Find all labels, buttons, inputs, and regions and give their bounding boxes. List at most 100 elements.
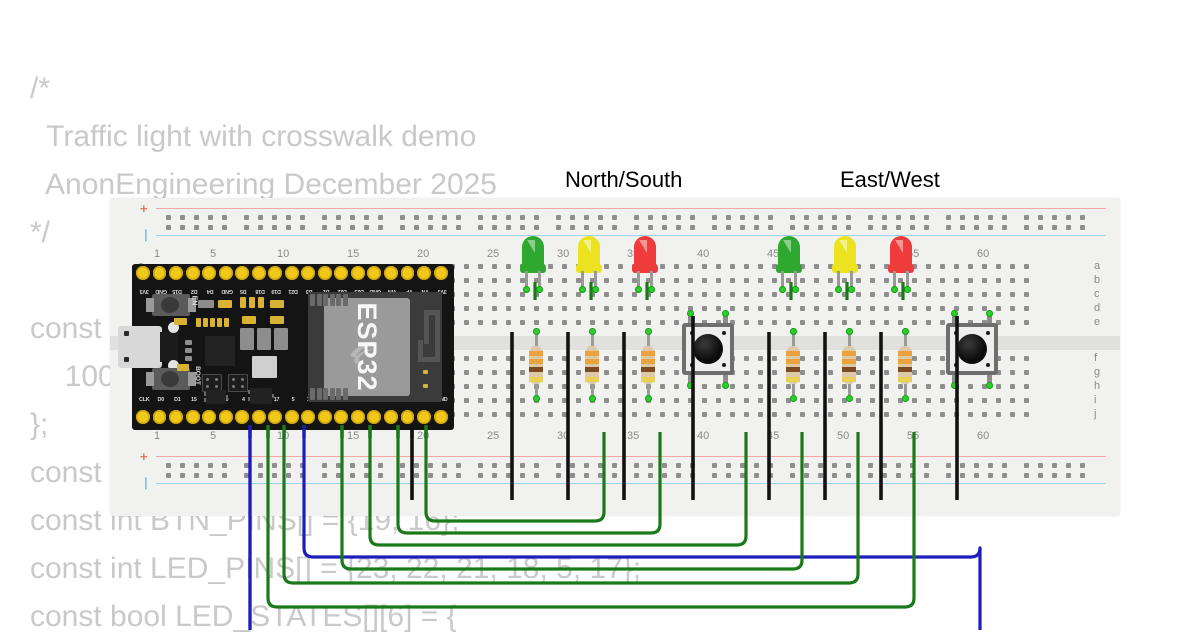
hole-d-58[interactable] xyxy=(954,306,959,311)
hole-c-30[interactable] xyxy=(562,292,567,297)
hole-f-55[interactable] xyxy=(912,356,917,361)
hole-j-59[interactable] xyxy=(968,412,973,417)
hole-f-47[interactable] xyxy=(800,356,805,361)
rail-hole-top-a-1-1[interactable] xyxy=(258,215,263,220)
hole-c-44[interactable] xyxy=(758,292,763,297)
rail-hole-top-b-3-3[interactable] xyxy=(442,225,447,230)
rail-hole-top-b-1-3[interactable] xyxy=(286,225,291,230)
rail-hole-top-a-6-0[interactable] xyxy=(634,215,639,220)
hole-h-50[interactable] xyxy=(842,384,847,389)
hole-a-53[interactable] xyxy=(884,264,889,269)
rail-hole-bot-b-8-3[interactable] xyxy=(832,473,837,478)
rail-hole-bot-b-0-4[interactable] xyxy=(222,473,227,478)
hole-g-44[interactable] xyxy=(758,370,763,375)
hole-d-23[interactable] xyxy=(464,306,469,311)
esp32-pin-top-5[interactable] xyxy=(218,266,233,280)
hole-b-56[interactable] xyxy=(926,278,931,283)
hole-b-32[interactable] xyxy=(590,278,595,283)
rail-hole-bot-a-0-4[interactable] xyxy=(222,463,227,468)
rail-hole-bot-a-10-2[interactable] xyxy=(974,463,979,468)
hole-j-33[interactable] xyxy=(604,412,609,417)
esp32-pin-bottom-18[interactable] xyxy=(433,410,448,424)
esp32-pin-bottom-12[interactable] xyxy=(334,410,349,424)
hole-g-51[interactable] xyxy=(856,370,861,375)
hole-g-43[interactable] xyxy=(744,370,749,375)
rail-hole-bot-a-3-3[interactable] xyxy=(442,463,447,468)
rail-hole-top-b-1-4[interactable] xyxy=(300,225,305,230)
pushbutton-east-west[interactable] xyxy=(941,310,1003,389)
hole-b-37[interactable] xyxy=(660,278,665,283)
hole-j-28[interactable] xyxy=(534,412,539,417)
hole-a-51[interactable] xyxy=(856,264,861,269)
hole-c-34[interactable] xyxy=(618,292,623,297)
rail-hole-bot-b-1-0[interactable] xyxy=(244,473,249,478)
rail-hole-bot-b-11-0[interactable] xyxy=(1024,473,1029,478)
hole-h-35[interactable] xyxy=(632,384,637,389)
rail-hole-top-a-9-4[interactable] xyxy=(924,215,929,220)
rail-hole-top-a-9-2[interactable] xyxy=(896,215,901,220)
hole-i-52[interactable] xyxy=(870,398,875,403)
hole-e-42[interactable] xyxy=(730,320,735,325)
rail-hole-top-b-11-4[interactable] xyxy=(1080,225,1085,230)
hole-f-25[interactable] xyxy=(492,356,497,361)
rail-hole-bot-a-2-1[interactable] xyxy=(336,463,341,468)
hole-e-63[interactable] xyxy=(1024,320,1029,325)
resistor-4[interactable] xyxy=(785,328,801,402)
hole-j-49[interactable] xyxy=(828,412,833,417)
rail-hole-bot-b-11-1[interactable] xyxy=(1038,473,1043,478)
rail-hole-bot-b-7-0[interactable] xyxy=(712,473,717,478)
hole-a-37[interactable] xyxy=(660,264,665,269)
hole-g-37[interactable] xyxy=(660,370,665,375)
rail-hole-top-a-6-2[interactable] xyxy=(662,215,667,220)
rail-hole-top-b-4-2[interactable] xyxy=(506,225,511,230)
hole-j-57[interactable] xyxy=(940,412,945,417)
rail-hole-bot-a-3-1[interactable] xyxy=(414,463,419,468)
rail-hole-bot-b-5-3[interactable] xyxy=(598,473,603,478)
hole-i-51[interactable] xyxy=(856,398,861,403)
hole-i-39[interactable] xyxy=(688,398,693,403)
hole-e-41[interactable] xyxy=(716,320,721,325)
hole-j-25[interactable] xyxy=(492,412,497,417)
rail-hole-top-b-8-0[interactable] xyxy=(790,225,795,230)
esp32-pin-top-7[interactable] xyxy=(251,266,266,280)
hole-j-50[interactable] xyxy=(842,412,847,417)
hole-i-31[interactable] xyxy=(576,398,581,403)
rail-hole-bot-b-2-4[interactable] xyxy=(378,473,383,478)
hole-a-30[interactable] xyxy=(562,264,567,269)
hole-a-55[interactable] xyxy=(912,264,917,269)
hole-d-52[interactable] xyxy=(870,306,875,311)
esp32-pin-top-14[interactable] xyxy=(367,266,382,280)
led-ns-yellow[interactable] xyxy=(575,236,603,293)
hole-j-37[interactable] xyxy=(660,412,665,417)
rail-hole-bot-b-1-4[interactable] xyxy=(300,473,305,478)
rail-hole-bot-a-1-0[interactable] xyxy=(244,463,249,468)
resistor-6[interactable] xyxy=(897,328,913,402)
rail-hole-top-b-7-3[interactable] xyxy=(754,225,759,230)
hole-f-44[interactable] xyxy=(758,356,763,361)
rail-hole-top-b-6-2[interactable] xyxy=(662,225,667,230)
rail-hole-top-a-4-2[interactable] xyxy=(506,215,511,220)
hole-b-60[interactable] xyxy=(982,278,987,283)
hole-a-60[interactable] xyxy=(982,264,987,269)
rail-hole-top-b-10-1[interactable] xyxy=(960,225,965,230)
hole-e-28[interactable] xyxy=(534,320,539,325)
hole-h-46[interactable] xyxy=(786,384,791,389)
hole-e-30[interactable] xyxy=(562,320,567,325)
rail-hole-bot-b-1-3[interactable] xyxy=(286,473,291,478)
esp32-pin-bottom-11[interactable] xyxy=(317,410,332,424)
led-ns-red[interactable] xyxy=(631,236,659,293)
hole-f-24[interactable] xyxy=(478,356,483,361)
hole-e-40[interactable] xyxy=(702,320,707,325)
hole-b-47[interactable] xyxy=(800,278,805,283)
hole-b-25[interactable] xyxy=(492,278,497,283)
hole-h-63[interactable] xyxy=(1024,384,1029,389)
hole-h-30[interactable] xyxy=(562,384,567,389)
hole-a-34[interactable] xyxy=(618,264,623,269)
hole-j-48[interactable] xyxy=(814,412,819,417)
hole-g-25[interactable] xyxy=(492,370,497,375)
hole-b-51[interactable] xyxy=(856,278,861,283)
hole-f-45[interactable] xyxy=(772,356,777,361)
hole-i-30[interactable] xyxy=(562,398,567,403)
hole-h-37[interactable] xyxy=(660,384,665,389)
